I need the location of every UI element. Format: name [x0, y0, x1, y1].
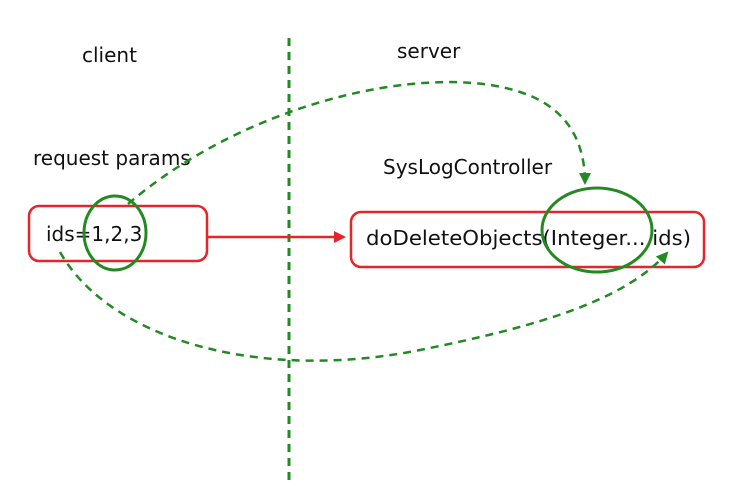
mapping-arrow-to-parameter-name — [58, 251, 669, 362]
server-label: server — [397, 39, 461, 63]
request-params-box — [27, 204, 209, 263]
mapping-arrow-to-parameter-type — [127, 80, 591, 205]
controller-method-signature: doDeleteObjects(Integer... ids) — [366, 226, 691, 250]
request-values-highlight — [82, 194, 148, 272]
varargs-parameter-highlight — [540, 186, 654, 274]
controller-method-box — [349, 210, 706, 269]
controller-label: SysLogController — [383, 155, 553, 179]
client-label: client — [82, 43, 137, 67]
request-params-label: request params — [33, 146, 191, 170]
request-params-value: ids=1,2,3 — [46, 222, 142, 246]
